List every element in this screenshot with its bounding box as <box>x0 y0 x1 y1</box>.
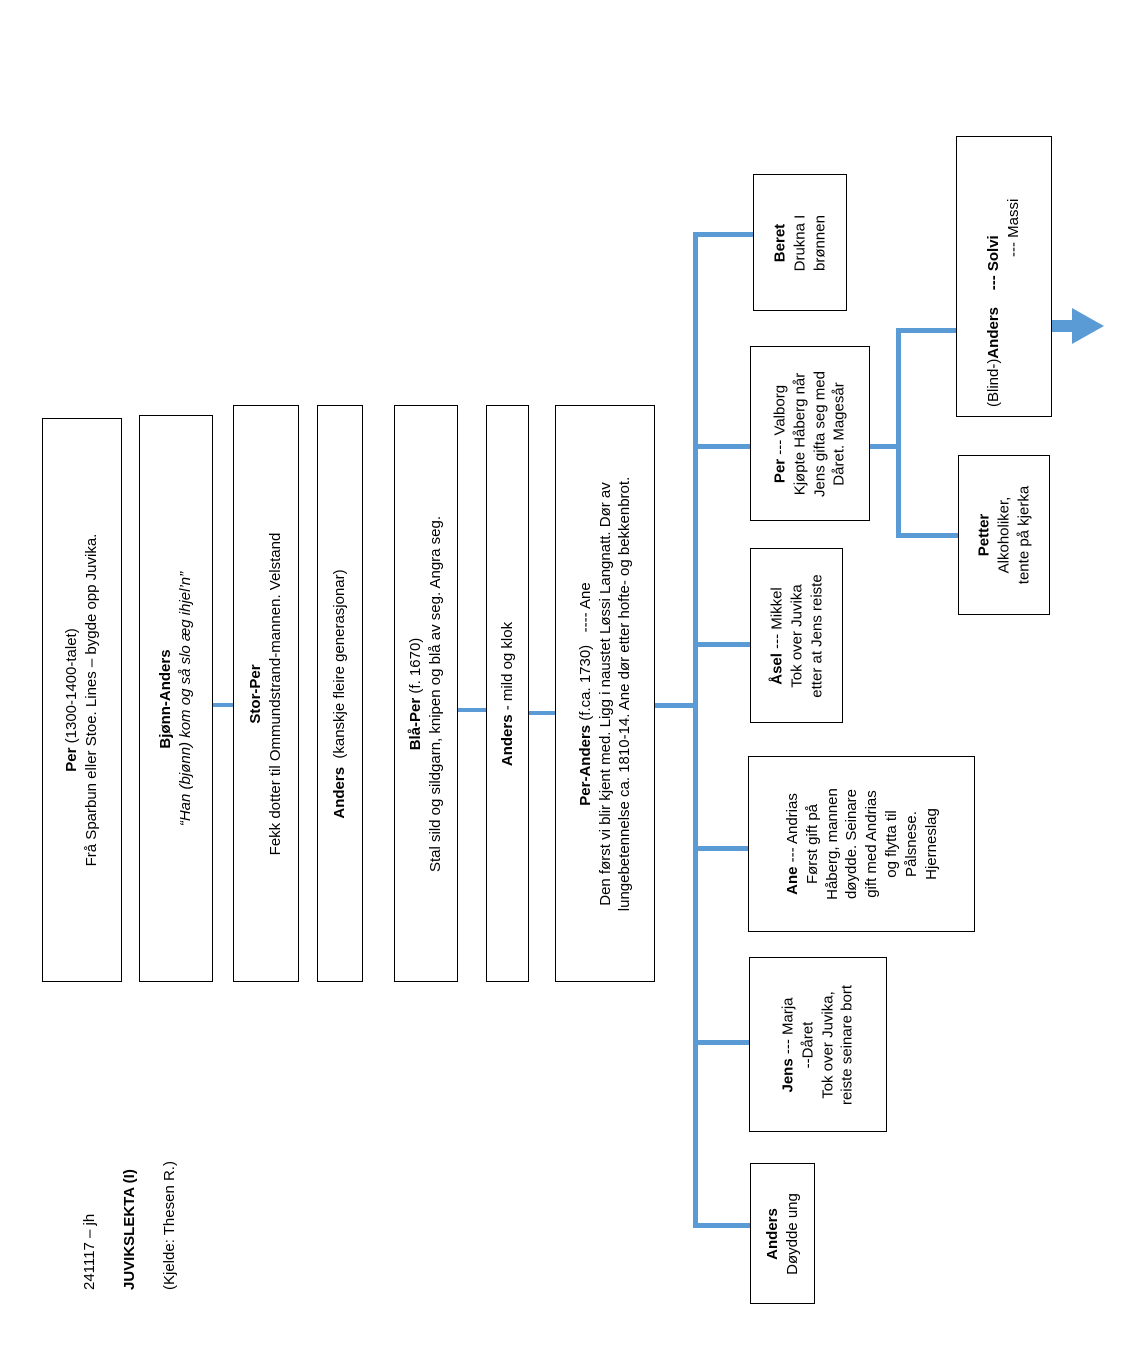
person-box-anders-gen6: Anders - mild og klok <box>486 405 529 982</box>
header-meta: 241117 – jh JUVIKSLEKTA (I) (Kjelde: The… <box>80 1161 200 1290</box>
document-source: (Kjelde: Thesen R.) <box>161 1161 178 1290</box>
connector-gen2-gen3 <box>213 703 233 707</box>
person-box-per: Per (1300-1400-talet) Frå Sparbun eller … <box>42 418 122 982</box>
connector-child-ane <box>693 846 748 851</box>
continuation-arrow-icon <box>1052 308 1104 344</box>
child-box-jens: Jens --- Marja --Dåret Tok over Juvika, … <box>749 957 887 1132</box>
connector-per-grandchildren <box>870 444 900 449</box>
connector-trunk <box>655 703 697 708</box>
connector-grandchild-petter <box>896 533 958 538</box>
person-box-per-anders: Per-Anders (f.ca. 1730) ---- Ane Den før… <box>555 405 655 982</box>
connector-child-per <box>693 444 750 449</box>
connector-child-asel <box>693 642 750 647</box>
child-box-ane: Ane --- Andrias Først gift på Håberg, ma… <box>748 756 975 932</box>
connector-child-jens <box>693 1040 749 1045</box>
person-box-stor-per: Stor-Per Fekk dotter til Ommundstrand-ma… <box>233 405 299 982</box>
child-box-beret: Beret Drukna I brønnen <box>753 174 847 311</box>
grandchild-box-petter: Petter Alkoholiker, tente på kjerka <box>958 455 1050 615</box>
child-box-asel: Åsel --- Mikkel Tok over Juvika etter at… <box>750 548 843 723</box>
connector-child-anders <box>693 1223 750 1228</box>
child-box-anders: Anders Døydde ung <box>750 1163 815 1304</box>
person-box-bjonn-anders: Bjønn-Anders “Han (bjønn) kom og så slo … <box>139 415 213 982</box>
child-box-per: Per --- Valborg Kjøpte Håberg når Jens g… <box>750 346 870 521</box>
document-code: 241117 – jh <box>81 1213 98 1290</box>
document-title: JUVIKSLEKTA (I) <box>121 1169 138 1290</box>
grandchild-box-blind-anders: (Blind-)Anders --- Solvi --- Massi <box>956 136 1052 417</box>
connector-gen6-gen7 <box>529 711 555 715</box>
connector-children-vertical <box>693 232 698 1228</box>
person-box-bla-per: Blå-Per (f. 1670) Stal sild og sildgarn,… <box>394 405 458 982</box>
connector-grandchildren-vertical <box>896 328 901 538</box>
connector-child-beret <box>693 232 753 237</box>
person-box-anders-gen4: Anders (kanskje fleire generasjonar) <box>317 405 363 982</box>
connector-gen5-gen6 <box>458 708 486 712</box>
connector-grandchild-anders <box>896 328 956 333</box>
